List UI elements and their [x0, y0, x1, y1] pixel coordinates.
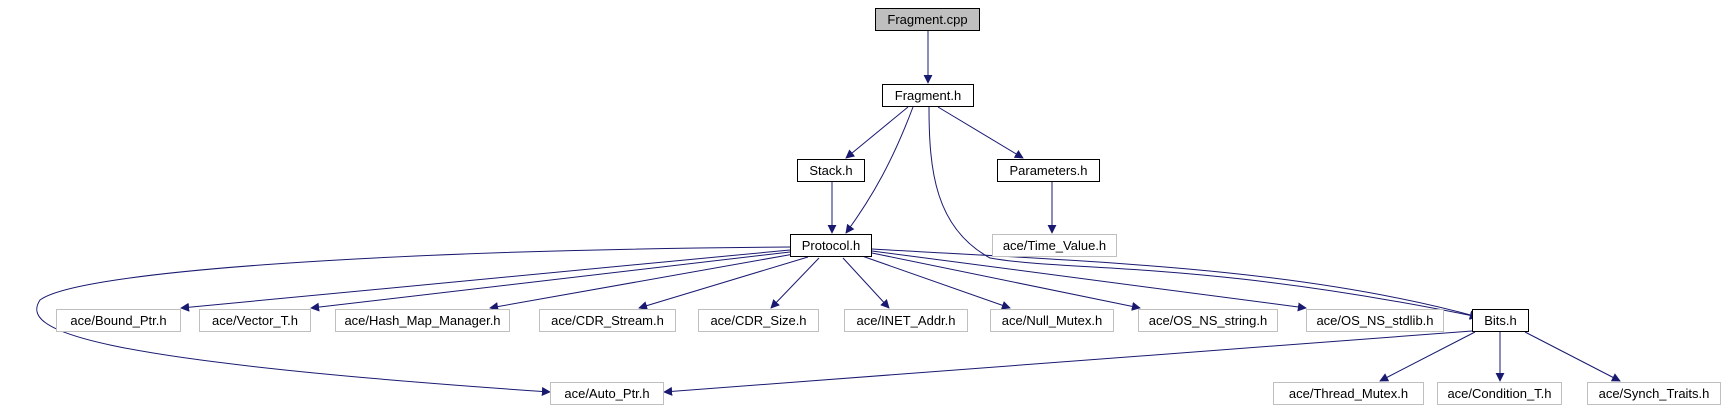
node-time-value-h[interactable]: ace/Time_Value.h [992, 234, 1117, 257]
edge-protocol-h-to-vector-t-h [310, 251, 791, 312]
node-bound-ptr-h[interactable]: ace/Bound_Ptr.h [56, 309, 181, 332]
node-cdr-stream-h[interactable]: ace/CDR_Stream.h [539, 309, 676, 332]
node-synch-traits-h[interactable]: ace/Synch_Traits.h [1587, 382, 1721, 405]
node-protocol-h[interactable]: Protocol.h [790, 234, 872, 257]
node-bits-h[interactable]: Bits.h [1472, 309, 1529, 332]
node-thread-mutex-h[interactable]: ace/Thread_Mutex.h [1273, 382, 1424, 405]
edge-protocol-h-to-bits-h [871, 248, 1479, 320]
edge-protocol-h-to-cdr-size-h [770, 257, 820, 309]
node-hash-map-manager-h[interactable]: ace/Hash_Map_Manager.h [335, 309, 510, 332]
node-cdr-size-h[interactable]: ace/CDR_Size.h [698, 309, 819, 332]
edge-bits-h-to-synch-traits-h [1524, 331, 1621, 382]
node-inet-addr-h[interactable]: ace/INET_Addr.h [844, 309, 968, 332]
node-os-ns-string-h[interactable]: ace/OS_NS_string.h [1138, 309, 1278, 332]
edge-protocol-h-to-os-ns-stdlib-h [871, 250, 1307, 312]
edge-fragment-h-to-protocol-h [845, 106, 914, 234]
node-condition-t-h[interactable]: ace/Condition_T.h [1437, 382, 1562, 405]
node-null-mutex-h[interactable]: ace/Null_Mutex.h [990, 309, 1114, 332]
edge-protocol-h-to-hash-map-manager-h [489, 253, 795, 312]
edge-protocol-h-to-inet-addr-h [842, 257, 890, 309]
node-fragment-cpp[interactable]: Fragment.cpp [875, 8, 980, 31]
edge-fragment-h-to-bits-h [928, 106, 1479, 320]
edge-fragment-h-to-parameters-h [937, 106, 1024, 159]
edge-fragment-h-to-stack-h [845, 106, 909, 159]
node-parameters-h[interactable]: Parameters.h [997, 159, 1100, 182]
edge-bits-h-to-auto-ptr-h [663, 330, 1473, 396]
edge-bits-h-to-thread-mutex-h [1379, 331, 1476, 382]
edge-protocol-h-to-auto-ptr-h [36, 246, 791, 396]
node-fragment-h[interactable]: Fragment.h [882, 84, 974, 107]
node-os-ns-stdlib-h[interactable]: ace/OS_NS_stdlib.h [1306, 309, 1444, 332]
node-auto-ptr-h[interactable]: ace/Auto_Ptr.h [550, 382, 664, 405]
node-vector-t-h[interactable]: ace/Vector_T.h [199, 309, 311, 332]
edge-protocol-h-to-os-ns-string-h [871, 252, 1141, 311]
node-stack-h[interactable]: Stack.h [797, 159, 865, 182]
edge-protocol-h-to-bound-ptr-h [180, 249, 791, 312]
edge-protocol-h-to-null-mutex-h [861, 255, 1011, 310]
edge-protocol-h-to-cdr-stream-h [638, 256, 809, 310]
